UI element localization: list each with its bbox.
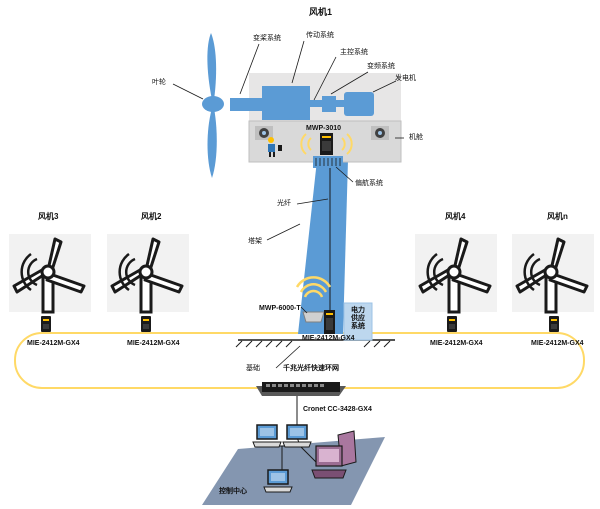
pc-icon-1 bbox=[252, 424, 282, 448]
drive-system-label: 传动系统 bbox=[306, 32, 334, 39]
turbine-2-name: 风机2 bbox=[141, 212, 162, 221]
nacelle-camera-right bbox=[371, 126, 389, 140]
generator-block bbox=[344, 92, 374, 116]
blade-label: 叶轮 bbox=[152, 79, 166, 86]
turbine-4-switch bbox=[447, 316, 457, 332]
turbine-2-switch-label: MIE-2412M-GX4 bbox=[127, 340, 180, 347]
main-shaft bbox=[230, 98, 264, 111]
ring-network-label: 千兆光纤快速环网 bbox=[283, 365, 339, 372]
turbine-3-name: 风机3 bbox=[38, 212, 59, 221]
rotor bbox=[202, 33, 224, 178]
nacelle-ap-device bbox=[320, 133, 333, 155]
turbine-4-switch-label: MIE-2412M-GX4 bbox=[430, 340, 483, 347]
pitch-system-label: 变桨系统 bbox=[253, 35, 281, 42]
turbine-2-icon bbox=[105, 232, 191, 314]
pc-icon-3 bbox=[263, 469, 293, 493]
turbine-4-name: 风机4 bbox=[445, 212, 466, 221]
main-control-label: 主控系统 bbox=[340, 49, 368, 56]
core-switch-label: Cronet CC-3428-GX4 bbox=[303, 406, 372, 413]
turbine-3-switch bbox=[41, 316, 51, 332]
tower-label: 塔架 bbox=[248, 238, 262, 245]
control-center-label: 控制中心 bbox=[219, 488, 247, 495]
turbine-n-name: 风机n bbox=[547, 212, 568, 221]
turbine-4-icon bbox=[413, 232, 499, 314]
high-speed-shaft bbox=[310, 100, 322, 107]
generator-label: 发电机 bbox=[395, 75, 416, 82]
tower bbox=[298, 160, 348, 334]
tower-switch-device bbox=[324, 310, 335, 334]
turbine-3-switch-label: MIE-2412M-GX4 bbox=[27, 340, 80, 347]
coupling bbox=[336, 100, 344, 107]
workstation-icon bbox=[311, 430, 357, 479]
tower-device-label: MWP-6000-T bbox=[259, 305, 301, 312]
pc-icon-2 bbox=[282, 424, 312, 448]
fiber-ring-network bbox=[14, 332, 585, 389]
turbine-n-switch-label: MIE-2412M-GX4 bbox=[531, 340, 584, 347]
nacelle-device-label: MWP-3010 bbox=[306, 125, 342, 132]
nacelle-ap-waves bbox=[300, 133, 353, 155]
gearbox bbox=[262, 86, 310, 120]
fiber-label: 光纤 bbox=[277, 200, 291, 207]
power-supply-box bbox=[343, 302, 373, 341]
power-supply-label: 电力供应系统 bbox=[351, 307, 365, 331]
turbine-n-switch bbox=[549, 316, 559, 332]
worker-figure bbox=[268, 137, 282, 157]
nacelle-label: 机舱 bbox=[409, 134, 423, 141]
title-label: 风机1 bbox=[309, 7, 333, 17]
converter-block bbox=[322, 96, 336, 112]
tower-switch-label: MIE-2412M-GX4 bbox=[302, 335, 355, 342]
turbine-3-icon bbox=[7, 232, 93, 314]
converter-label: 变频系统 bbox=[367, 63, 395, 70]
foundation-label: 基础 bbox=[246, 365, 260, 372]
yaw-system-label: 偏航系统 bbox=[355, 180, 383, 187]
turbine-n-icon bbox=[510, 232, 596, 314]
tower-ap-device bbox=[295, 276, 332, 323]
core-switch-device bbox=[256, 382, 346, 396]
turbine-2-switch bbox=[141, 316, 151, 332]
nacelle-camera-left bbox=[255, 126, 273, 140]
ground-hatching bbox=[235, 340, 391, 348]
